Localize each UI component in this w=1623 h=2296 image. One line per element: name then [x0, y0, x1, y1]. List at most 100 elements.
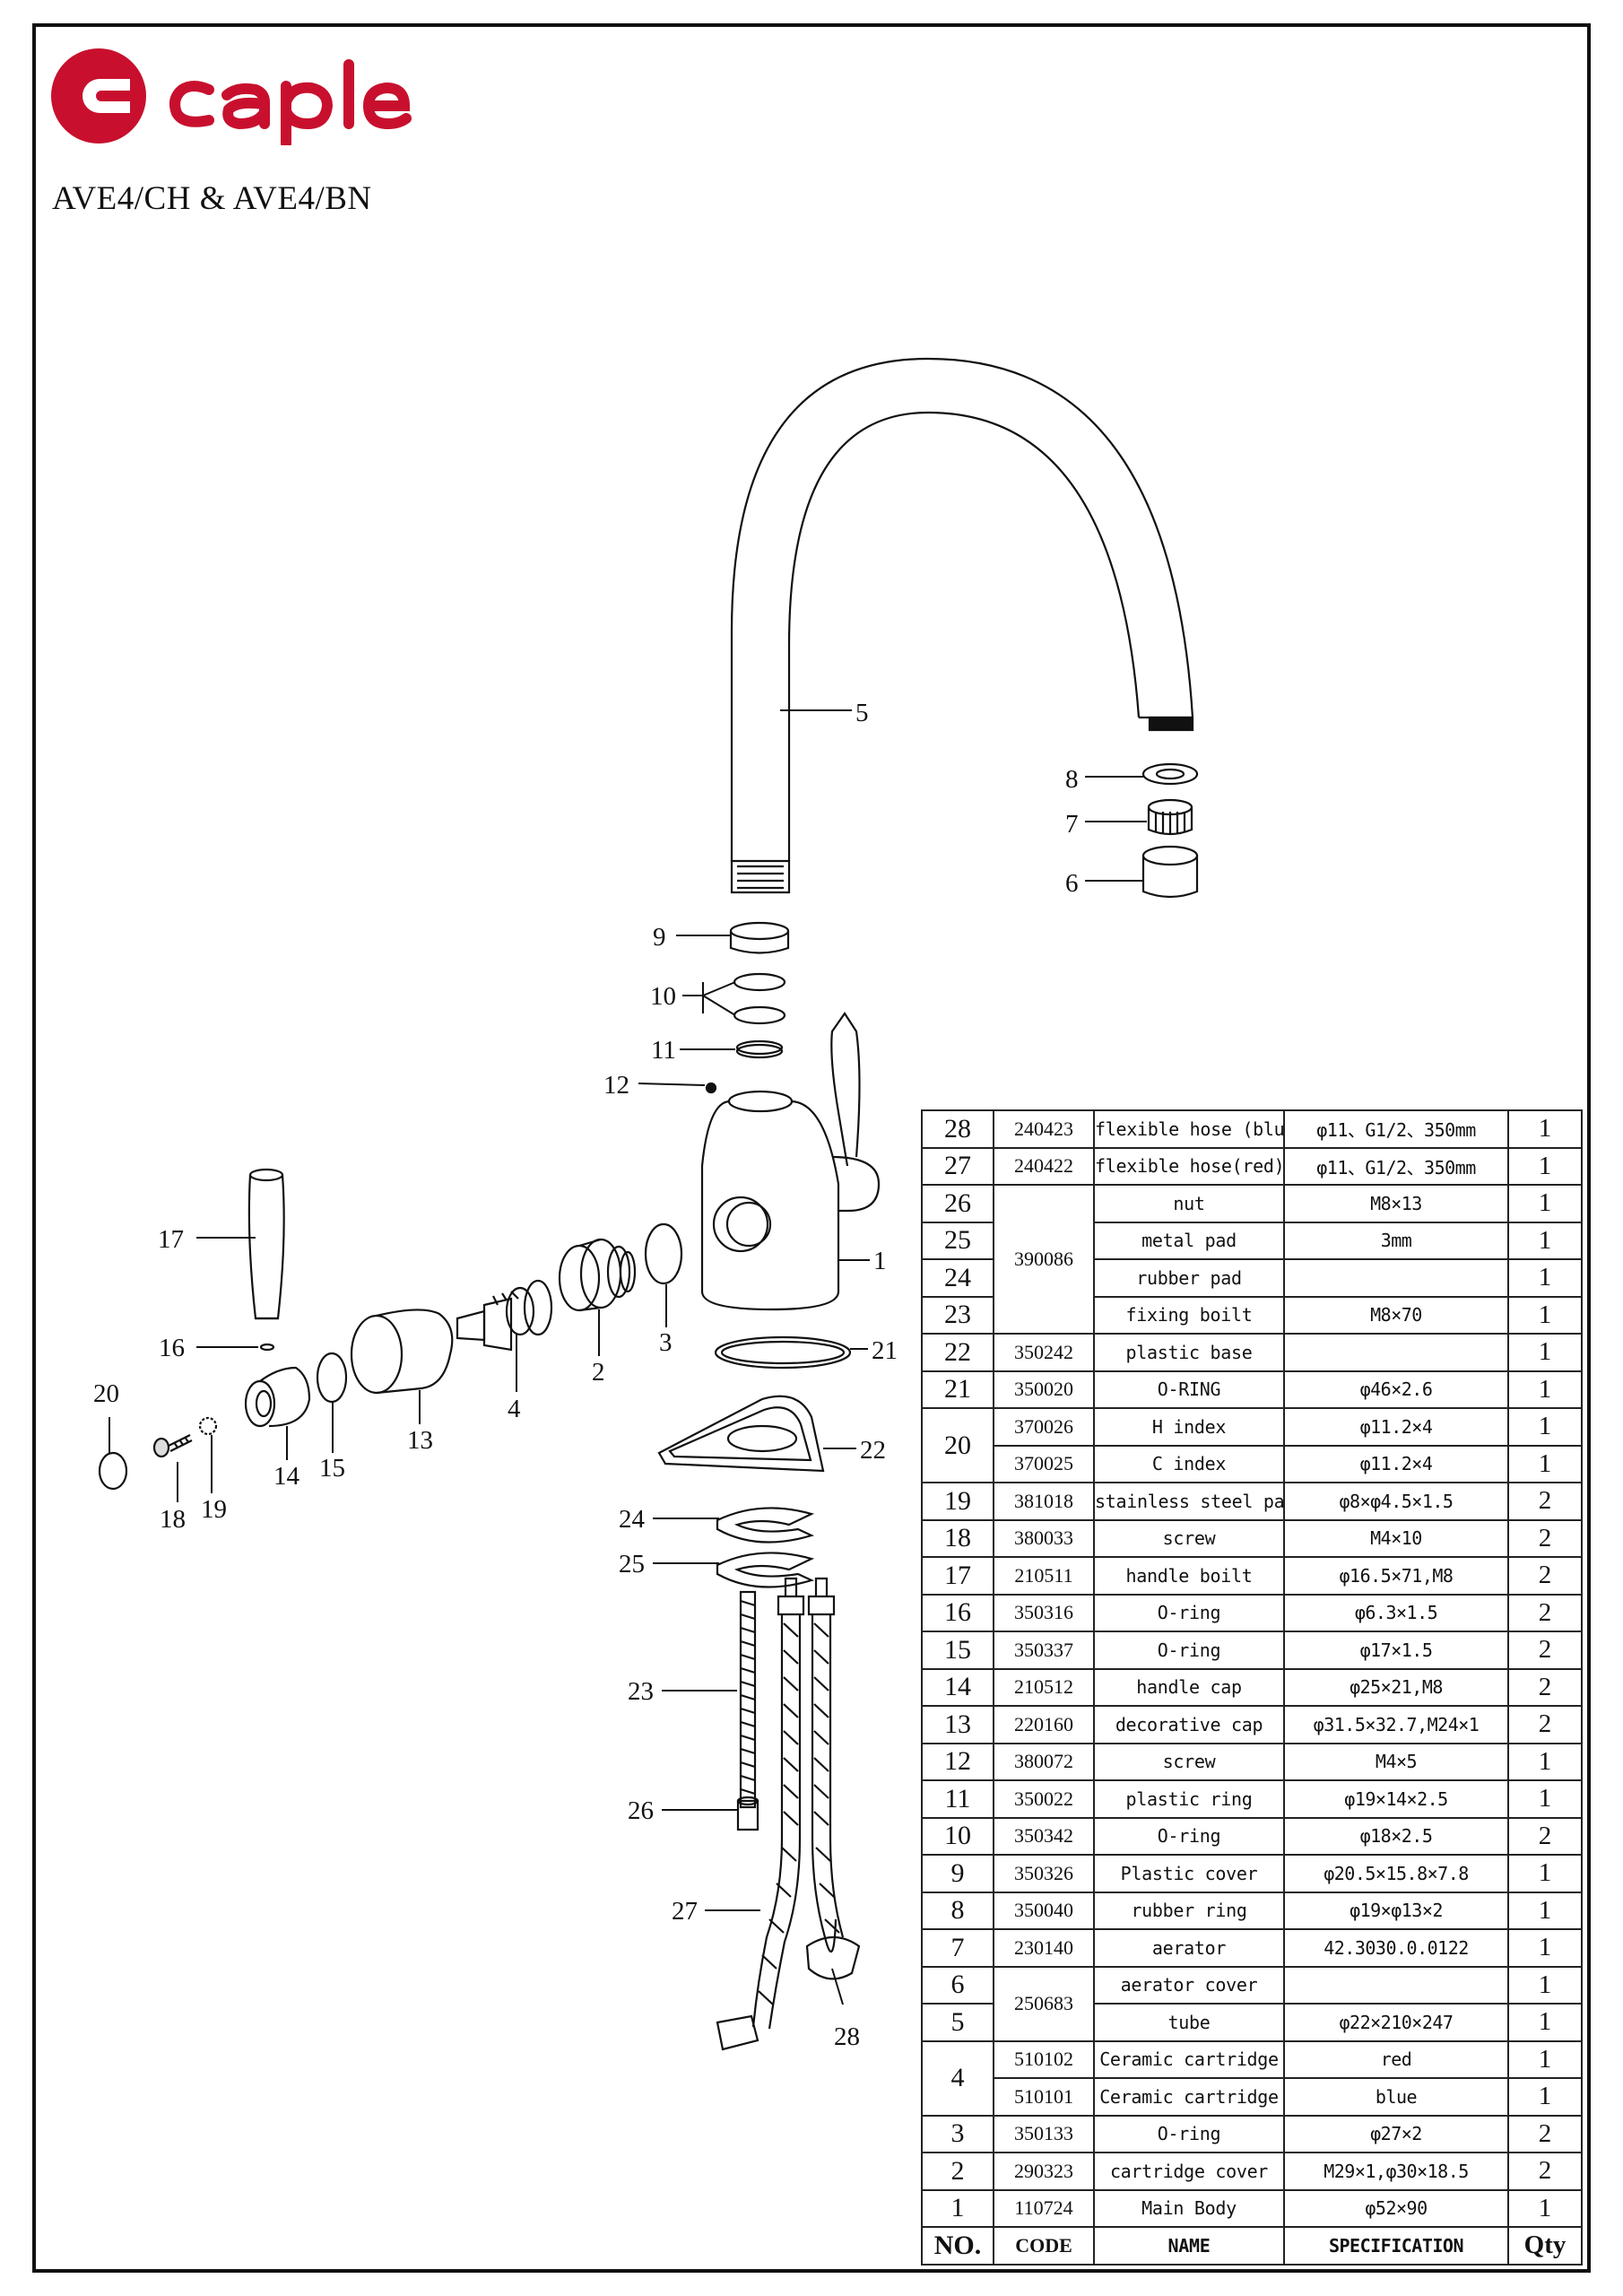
part-code-cell: 240423: [993, 1109, 1095, 1149]
part-qty-cell: 2: [1507, 2114, 1583, 2153]
part-number-cell: 8: [921, 1891, 994, 1930]
part-code-cell: 210511: [993, 1556, 1095, 1596]
part-metal-pad: [716, 1552, 815, 1588]
part-number-cell: 11: [921, 1779, 994, 1819]
part-number-cell: 13: [921, 1705, 994, 1744]
part-o-ring-large: [644, 1222, 683, 1285]
part-qty-cell: 1: [1507, 1407, 1583, 1447]
part-name-cell: screw: [1093, 1518, 1285, 1558]
part-name-cell: rubber pad: [1093, 1258, 1285, 1298]
part-spec-cell: φ22×210×247: [1283, 2003, 1509, 2042]
callout-20: 20: [93, 1379, 119, 1408]
part-number-cell: 2: [921, 2152, 994, 2191]
callout-21: 21: [872, 1336, 898, 1365]
part-spec-cell: φ11.2×4: [1283, 1444, 1509, 1483]
part-index-cap: [98, 1451, 128, 1491]
part-name-cell: O-ring: [1093, 1816, 1285, 1856]
part-name-cell: Ceramic cartridge: [1093, 2039, 1285, 2079]
part-number-cell: 26: [921, 1184, 994, 1223]
callout-14: 14: [273, 1462, 300, 1491]
part-qty-cell: 2: [1507, 1518, 1583, 1558]
part-name-cell: O-RING: [1093, 1370, 1285, 1409]
part-code-cell: 350133: [993, 2114, 1095, 2153]
callout-24: 24: [619, 1505, 646, 1534]
part-code-cell: 350316: [993, 1593, 1095, 1632]
part-code-cell: 210512: [993, 1667, 1095, 1707]
part-qty-cell: 1: [1507, 1444, 1583, 1483]
part-name-cell: rubber ring: [1093, 1891, 1285, 1930]
header-qty: Qty: [1507, 2226, 1583, 2266]
part-code-cell: 110724: [993, 2188, 1095, 2228]
part-name-cell: O-ring: [1093, 2114, 1285, 2153]
callout-5: 5: [855, 699, 869, 727]
header-no: NO.: [921, 2226, 994, 2266]
part-spec-cell: φ11、G1/2、350mm: [1283, 1109, 1509, 1149]
part-name-cell: flexible hose (blue): [1093, 1109, 1285, 1149]
callout-16: 16: [159, 1334, 185, 1362]
part-qty-cell: 1: [1507, 1928, 1583, 1968]
part-spec-cell: 3mm: [1283, 1221, 1509, 1260]
part-name-cell: Ceramic cartridge: [1093, 2077, 1285, 2117]
part-number-cell: 20: [921, 1407, 994, 1483]
callout-numbers: 5 8 7 6 9 10 11 12 1 2 3 4 13 15 14 17 1…: [93, 699, 1079, 2051]
part-number-cell: 9: [921, 1854, 994, 1893]
header-code: CODE: [993, 2226, 1095, 2266]
part-number-cell: 15: [921, 1631, 994, 1670]
part-code-cell: 240422: [993, 1146, 1095, 1186]
callout-4: 4: [508, 1395, 521, 1423]
part-name-cell: H index: [1093, 1407, 1285, 1447]
part-number-cell: 6: [921, 1965, 994, 2005]
part-main-body: [700, 1012, 881, 1311]
part-qty-cell: 2: [1507, 1556, 1583, 1596]
caple-logo: [51, 48, 412, 145]
header-specification: SPECIFICATION: [1283, 2226, 1509, 2266]
part-spec-cell: M4×5: [1283, 1742, 1509, 1781]
part-code-cell: 350337: [993, 1631, 1095, 1670]
part-number-cell: 1: [921, 2188, 994, 2228]
part-name-cell: nut: [1093, 1184, 1285, 1223]
part-o-rings: [733, 972, 786, 1025]
part-name-cell: handle boilt: [1093, 1556, 1285, 1596]
part-spec-cell: blue: [1283, 2077, 1509, 2117]
part-name-cell: fixing boilt: [1093, 1295, 1285, 1335]
part-spec-cell: φ25×21,M8: [1283, 1667, 1509, 1707]
callout-12: 12: [603, 1071, 629, 1100]
part-name-cell: O-ring: [1093, 1593, 1285, 1632]
part-number-cell: 21: [921, 1370, 994, 1409]
page-border: [32, 23, 1591, 2273]
part-code-cell: 250683: [993, 1965, 1095, 2042]
part-qty-cell: 1: [1507, 1779, 1583, 1819]
part-o-ring-16: [259, 1343, 275, 1352]
part-code-cell: 380033: [993, 1518, 1095, 1558]
part-number-cell: 3: [921, 2114, 994, 2153]
caple-logo-wordmark: [169, 59, 412, 145]
part-number-cell: 22: [921, 1333, 994, 1372]
part-number-cell: 4: [921, 2039, 994, 2117]
part-spec-cell: φ11.2×4: [1283, 1407, 1509, 1447]
part-flexible-hose-red: [716, 1577, 805, 2051]
part-code-cell: 350326: [993, 1854, 1095, 1893]
part-spec-cell: φ19×φ13×2: [1283, 1891, 1509, 1930]
part-screw-18: [152, 1434, 193, 1458]
part-spec-cell: φ8×φ4.5×1.5: [1283, 1482, 1509, 1521]
model-number: AVE4/CH & AVE4/BN: [52, 180, 372, 217]
callout-9: 9: [653, 923, 666, 952]
part-plastic-ring: [735, 1039, 784, 1059]
part-handle-boilt: [247, 1168, 285, 1320]
part-spec-cell: φ19×14×2.5: [1283, 1779, 1509, 1819]
part-spec-cell: φ27×2: [1283, 2114, 1509, 2153]
callout-18: 18: [160, 1505, 186, 1534]
